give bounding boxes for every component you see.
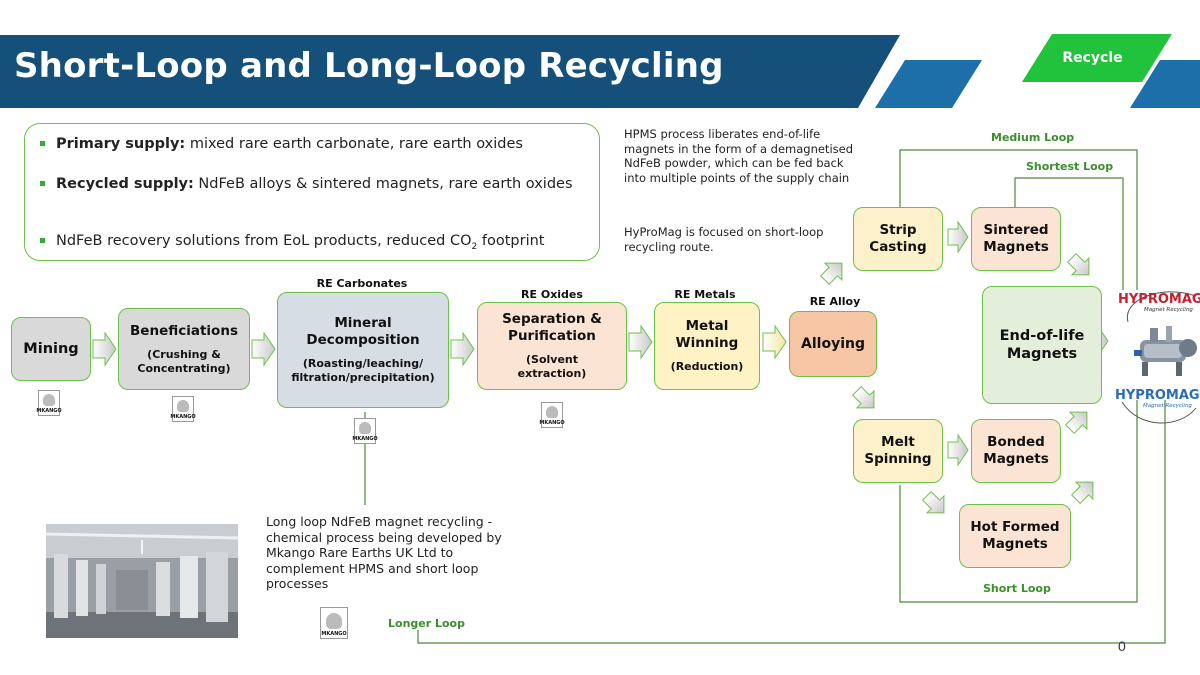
blue-chevron <box>875 60 982 108</box>
label-medium-loop: Medium Loop <box>991 131 1075 144</box>
mkango-logo: MKANGO <box>36 390 62 416</box>
blue-chevron-right <box>1130 60 1200 108</box>
page-title: Short-Loop and Long-Loop Recycling <box>14 46 724 86</box>
recycle-tag-bg <box>1022 34 1172 82</box>
arrow-mining-benef <box>92 331 117 367</box>
box-title: Mineral Decomposition <box>306 315 420 348</box>
hypromag-note: HyProMag is focused on short-loop recycl… <box>624 225 824 254</box>
label-re-oxides: RE Oxides <box>521 288 583 301</box>
arrow-separation-metal <box>628 324 653 360</box>
hypromag-swoosh-bottom <box>1121 401 1197 424</box>
bullet-recycled-supply: Recycled supply: NdFeB alloys & sintered… <box>40 175 580 193</box>
arrow-benef-mineral <box>251 331 276 367</box>
hypromag-logo-bottom: HYPROMAG Magnet Recycling <box>1115 388 1200 409</box>
facility-photo <box>46 524 238 638</box>
box-title: Beneficiations <box>130 322 238 339</box>
arrow-bonded-eol <box>1064 411 1088 435</box>
hpms-machine-image <box>1134 326 1197 376</box>
box-melt-spinning: Melt Spinning <box>853 419 943 483</box>
bullet-text: NdFeB recovery solutions from EoL produc… <box>56 233 472 249</box>
label-short-loop: Short Loop <box>983 582 1051 595</box>
arrow-metal-alloying <box>762 324 787 360</box>
arrow-strip-sintered <box>947 220 969 254</box>
box-strip-casting: Strip Casting <box>853 207 943 271</box>
page-number: 0 <box>1118 638 1126 654</box>
hypromag-wordmark: HYPROMAG <box>1115 388 1200 403</box>
box-title: Hot Formed Magnets <box>970 519 1060 552</box>
box-sintered-magnets: Sintered Magnets <box>971 207 1061 271</box>
box-alloying: Alloying <box>789 311 877 377</box>
box-title: Strip Casting <box>869 222 927 255</box>
box-bonded-magnets: Bonded Magnets <box>971 419 1061 483</box>
box-beneficiations: Beneficiations (Crushing & Concentrating… <box>118 308 250 390</box>
label-re-alloy: RE Alloy <box>809 295 861 308</box>
box-separation: Separation & Purification (Solvent extra… <box>477 302 627 390</box>
box-title: Alloying <box>801 335 865 352</box>
box-title: Separation & Purification <box>502 311 602 344</box>
arrow-melt-bonded <box>947 433 969 467</box>
arrow-alloy-melt <box>851 385 875 409</box>
box-metal-winning: Metal Winning (Reduction) <box>654 302 760 390</box>
hypromag-tagline: Magnet Recycling <box>1144 307 1193 313</box>
box-title: End-of-life Magnets <box>999 328 1085 362</box>
mkango-logo: MKANGO <box>352 418 378 444</box>
arrow-sintered-eol <box>1066 252 1090 276</box>
bullet-marker <box>40 141 45 146</box>
medium-loop-line <box>899 149 1138 290</box>
box-title: Sintered Magnets <box>983 222 1049 255</box>
label-longer-loop: Longer Loop <box>388 617 465 630</box>
bullet-marker <box>40 181 45 186</box>
bullet-text: mixed rare earth carbonate, rare earth o… <box>185 136 523 152</box>
mkango-logo: MKANGO <box>539 402 565 428</box>
header-graphics <box>0 34 1200 108</box>
recycle-tag: Recycle <box>1062 50 1123 66</box>
label-shortest-loop: Shortest Loop <box>1026 160 1114 173</box>
hypromag-tagline: Magnet Recycling <box>1143 403 1192 409</box>
box-title: Metal Winning <box>675 318 739 351</box>
short-loop-line <box>899 400 1138 603</box>
box-title: Mining <box>23 340 79 357</box>
label-re-carbonates: RE Carbonates <box>316 277 408 290</box>
bullet-marker <box>40 238 45 243</box>
arrow-alloy-strip <box>819 262 843 286</box>
box-mining: Mining <box>11 317 91 381</box>
title-band <box>0 35 900 108</box>
arrow-melt-hotformed <box>921 490 945 514</box>
shortest-loop-line <box>1014 177 1124 290</box>
bullet-text: NdFeB alloys & sintered magnets, rare ea… <box>193 176 573 192</box>
mkango-logo: MKANGO <box>320 607 348 639</box>
mkango-logo: MKANGO <box>170 396 196 422</box>
bullet-recovery: NdFeB recovery solutions from EoL produc… <box>40 232 580 256</box>
hypromag-swoosh-top <box>1126 291 1197 323</box>
label-re-metals: RE Metals <box>674 288 736 301</box>
hypromag-wordmark: HYPROMAG <box>1118 292 1200 307</box>
hpms-note: HPMS process liberates end-of-life magne… <box>624 127 854 185</box>
longer-loop-line <box>417 400 1166 644</box>
box-end-of-life-magnets: End-of-life Magnets <box>982 286 1102 404</box>
box-subtitle: (Crushing & Concentrating) <box>137 347 231 375</box>
bullet-primary-supply: Primary supply: mixed rare earth carbona… <box>40 135 580 153</box>
box-hot-formed-magnets: Hot Formed Magnets <box>959 504 1071 568</box>
long-loop-note: Long loop NdFeB magnet recycling - chemi… <box>266 514 502 591</box>
box-mineral-decomposition: Mineral Decomposition (Roasting/leaching… <box>277 292 449 408</box>
box-title: Melt Spinning <box>864 434 932 467</box>
bullet-subscript: 2 <box>471 241 478 252</box>
bullet-bold: Primary supply: <box>56 136 186 152</box>
box-subtitle: (Solvent extraction) <box>517 353 587 380</box>
box-title: Bonded Magnets <box>983 434 1049 467</box>
hypromag-logo-top: HYPROMAG Magnet Recycling <box>1118 292 1200 313</box>
bullet-text-end: footprint <box>477 233 545 249</box>
arrow-mineral-separation <box>450 331 475 367</box>
box-subtitle: (Roasting/leaching/ filtration/precipita… <box>291 357 435 384</box>
summary-box <box>24 123 600 261</box>
bullet-bold: Recycled supply: <box>56 176 194 192</box>
arrow-hotformed-eol <box>1070 481 1094 505</box>
box-subtitle: (Reduction) <box>670 360 744 373</box>
